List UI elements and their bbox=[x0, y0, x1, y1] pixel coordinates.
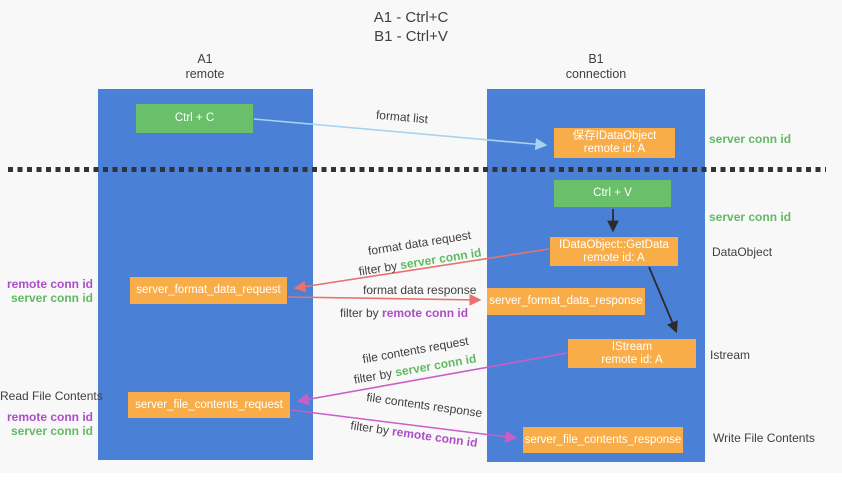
istream-node: IStream remote id: A bbox=[568, 339, 696, 368]
save-idataobject-node: 保存IDataObject remote id: A bbox=[554, 128, 675, 158]
server-format-data-request-node: server_format_data_request bbox=[130, 277, 287, 304]
istream-line2: remote id: A bbox=[601, 353, 663, 366]
format-list-label: format list bbox=[375, 107, 429, 127]
server-file-contents-request-node: server_file_contents_request bbox=[128, 392, 290, 418]
format-response-label: server_format_data_response bbox=[489, 295, 643, 307]
title-line-2: B1 - Ctrl+V bbox=[374, 28, 448, 45]
ctrl-v-node: Ctrl + V bbox=[554, 180, 671, 207]
write-file-contents-label: Write File Contents bbox=[713, 431, 815, 445]
lane-a-subtitle: remote bbox=[185, 67, 225, 81]
server-format-data-response-node: server_format_data_response bbox=[487, 288, 645, 315]
file-request-label: server_file_contents_request bbox=[135, 398, 283, 411]
ctrl-c-node: Ctrl + C bbox=[136, 104, 253, 133]
bottom-strip bbox=[0, 473, 842, 485]
lane-b-name: B1 bbox=[588, 52, 604, 66]
getdata-line2: remote id: A bbox=[583, 251, 645, 264]
remote-conn-id-label-left-1: remote conn id bbox=[6, 277, 93, 291]
lane-a-header: A1 remote bbox=[145, 52, 265, 82]
save-idataobject-line1: 保存IDataObject bbox=[572, 130, 657, 142]
getdata-line1: IDataObject::GetData bbox=[559, 238, 669, 251]
format-request-label: server_format_data_request bbox=[136, 284, 281, 296]
istream-line1: IStream bbox=[611, 340, 653, 353]
lane-a-name: A1 bbox=[197, 52, 213, 66]
istream-side-label: Istream bbox=[710, 348, 751, 362]
read-file-contents-label: Read File Contents bbox=[0, 389, 103, 403]
lane-b-header: B1 connection bbox=[536, 52, 656, 82]
format-data-response-arrow bbox=[287, 293, 482, 306]
lane-b-subtitle: connection bbox=[565, 67, 627, 81]
file-response-label: server_file_contents_response bbox=[524, 433, 682, 446]
server-file-contents-response-node: server_file_contents_response bbox=[523, 427, 683, 453]
server-conn-id-label-left-2: server conn id bbox=[10, 424, 93, 438]
server-conn-id-label-left-1: server conn id bbox=[10, 291, 93, 305]
file-contents-response-label: file contents response bbox=[365, 390, 484, 421]
dataobject-label: DataObject bbox=[712, 245, 773, 259]
title-line-1: A1 - Ctrl+C bbox=[373, 9, 449, 26]
save-idataobject-line2: remote id: A bbox=[583, 143, 646, 155]
idataobject-getdata-node: IDataObject::GetData remote id: A bbox=[550, 237, 678, 266]
diagram-title: A1 - Ctrl+C B1 - Ctrl+V bbox=[296, 8, 526, 46]
ctrl-c-label: Ctrl + C bbox=[174, 112, 215, 124]
remote-conn-id-label-left-2: remote conn id bbox=[6, 410, 93, 424]
filter-by-remote-conn-id-label-2: filter by remote conn id bbox=[349, 418, 479, 451]
server-conn-id-label-right-mid: server conn id bbox=[709, 210, 792, 224]
server-conn-id-label-right-top: server conn id bbox=[709, 132, 792, 146]
filter-by-remote-conn-id-label-1: filter by remote conn id bbox=[340, 306, 469, 320]
separator-dotted-line bbox=[8, 167, 826, 172]
format-data-response-label: format data response bbox=[363, 283, 477, 297]
ctrl-v-label: Ctrl + V bbox=[593, 187, 632, 199]
